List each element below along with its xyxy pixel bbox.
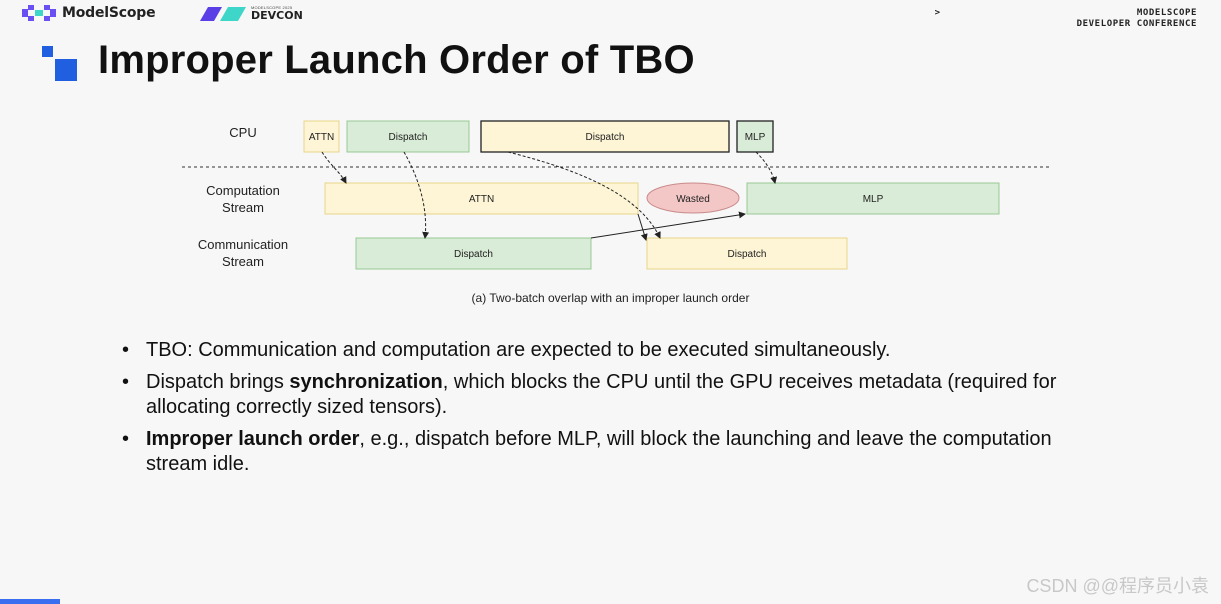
conference-line-2: DEVELOPER CONFERENCE bbox=[1076, 19, 1197, 29]
title-squares-icon bbox=[42, 46, 77, 81]
bullet-2-before: Dispatch brings bbox=[146, 371, 290, 393]
page-title: Improper Launch Order of TBO bbox=[98, 38, 695, 82]
conference-tag: > MODELSCOPE DEVELOPER CONFERENCE bbox=[935, 8, 1197, 30]
comp-attn-label: ATTN bbox=[469, 194, 494, 205]
bullet-item-3: Improper launch order, e.g., dispatch be… bbox=[122, 427, 1082, 477]
lane-label-computation-1: Computation bbox=[206, 183, 280, 198]
cpu-attn-box bbox=[303, 120, 340, 153]
cpu-attn-label: ATTN bbox=[309, 132, 334, 143]
bullet-1-text: TBO: Communication and computation are e… bbox=[146, 339, 891, 361]
conference-arrow: > bbox=[934, 8, 941, 18]
conference-line-1: MODELSCOPE bbox=[1136, 8, 1197, 18]
lane-label-computation-2: Stream bbox=[222, 200, 264, 215]
launch-arrow-dispatch-1 bbox=[403, 151, 430, 239]
cpu-mlp-box bbox=[736, 120, 774, 153]
comm-dispatch-label-2: Dispatch bbox=[728, 249, 767, 260]
launch-arrow-mlp bbox=[755, 151, 778, 184]
comp-mlp-label: MLP bbox=[863, 194, 884, 205]
bullet-2-after: , which blocks the CPU until the GPU rec… bbox=[146, 371, 1057, 418]
bullet-list: TBO: Communication and computation are e… bbox=[122, 338, 1082, 484]
cpu-dispatch-box-1 bbox=[346, 120, 470, 153]
cpu-dispatch-box-2 bbox=[480, 120, 730, 153]
tbo-launch-order-diagram: CPU Computation Stream Communication Str… bbox=[182, 120, 1050, 270]
comm-dispatch-box-1 bbox=[355, 237, 592, 270]
devcon-small-text: MODELSCOPE 2025 bbox=[251, 5, 293, 10]
comm-dispatch-box-2 bbox=[646, 237, 848, 270]
lane-label-communication-2: Stream bbox=[222, 254, 264, 269]
bullet-2-bold: synchronization bbox=[289, 371, 443, 393]
cpu-dispatch-label-1: Dispatch bbox=[389, 132, 428, 143]
modelscope-logo: ModelScope bbox=[22, 5, 156, 21]
bullet-item-1: TBO: Communication and computation are e… bbox=[122, 338, 1082, 363]
modelscope-brand-text: ModelScope bbox=[62, 5, 156, 21]
bullet-3-after: , e.g., dispatch before MLP, will block … bbox=[146, 428, 1052, 475]
bullet-3-bold: Improper launch order bbox=[146, 428, 360, 450]
comp-mlp-box bbox=[746, 182, 1000, 215]
lane-label-cpu: CPU bbox=[229, 125, 256, 140]
diagram-caption: (a) Two-batch overlap with an improper l… bbox=[471, 291, 750, 305]
modelscope-logo-icon bbox=[22, 5, 56, 21]
cpu-dispatch-label-2: Dispatch bbox=[586, 132, 625, 143]
lane-label-communication-1: Communication bbox=[198, 237, 288, 252]
comp-attn-box bbox=[324, 182, 639, 215]
bottom-accent-bar bbox=[0, 599, 60, 604]
launch-arrow-attn bbox=[321, 151, 347, 184]
bullet-item-2: Dispatch brings synchronization, which b… bbox=[122, 370, 1082, 420]
devcon-logo-icon bbox=[200, 6, 246, 21]
dependency-arrow-dispatch-to-mlp bbox=[590, 211, 746, 239]
cpu-mlp-label: MLP bbox=[745, 132, 766, 143]
devcon-text: DEVCON bbox=[251, 9, 303, 22]
wasted-ellipse bbox=[646, 182, 740, 214]
comm-dispatch-label-1: Dispatch bbox=[454, 249, 493, 260]
devcon-logo: MODELSCOPE 2025 DEVCON bbox=[200, 6, 303, 21]
csdn-watermark: CSDN @@程序员小袁 bbox=[1026, 576, 1209, 596]
launch-arrow-dispatch-2 bbox=[507, 151, 661, 239]
dependency-arrow-attn-to-dispatch bbox=[637, 213, 648, 241]
wasted-label: Wasted bbox=[676, 194, 710, 205]
